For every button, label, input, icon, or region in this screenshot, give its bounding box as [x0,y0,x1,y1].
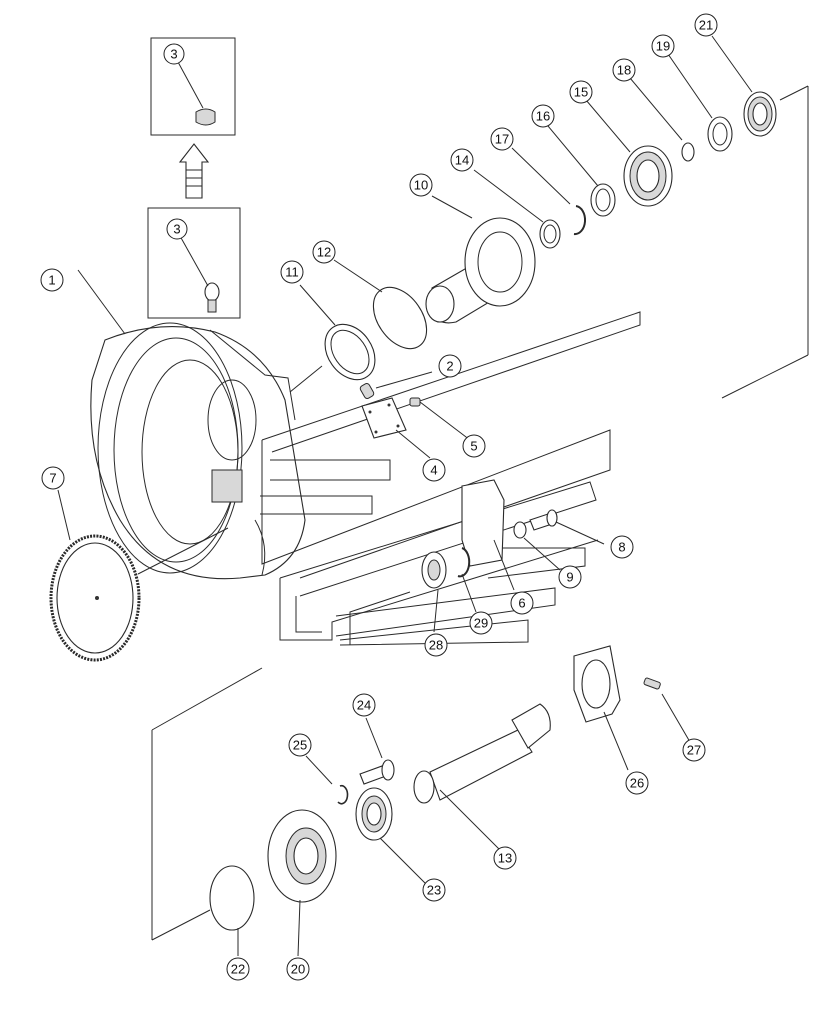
svg-text:22: 22 [231,962,245,977]
snap-ring-25 [305,755,349,805]
callout-28: 28 [424,633,448,657]
roller-bearing-21 [711,35,777,137]
plug-inset-box [150,37,236,136]
svg-text:29: 29 [474,616,488,631]
callout-29: 29 [469,611,493,635]
callout-24: 24 [352,693,376,717]
lower-group-frame [151,667,263,941]
washer-9 [513,521,561,571]
callout-19: 19 [651,34,675,58]
callout-17: 17 [490,127,514,151]
callout-8: 8 [610,535,634,559]
pinion-shaft [413,703,551,851]
flange-bolt-24 [359,717,395,785]
bearing-28 [421,551,447,633]
svg-text:5: 5 [470,439,477,454]
callout-10: 10 [409,173,433,197]
svg-text:8: 8 [618,540,625,555]
callout-21: 21 [694,13,718,37]
callout-5: 5 [462,434,486,458]
callout-7: 7 [41,466,65,490]
callout-26: 26 [625,771,649,795]
cover-disc-22 [209,865,255,956]
tapered-bearing-23 [355,787,429,887]
svg-text:12: 12 [317,245,331,260]
svg-text:25: 25 [293,738,307,753]
bolt-8 [529,509,605,545]
svg-text:14: 14 [455,153,469,168]
svg-text:28: 28 [429,638,443,653]
svg-text:17: 17 [495,132,509,147]
svg-text:23: 23 [427,883,441,898]
snap-ring-14 [473,169,561,249]
svg-text:18: 18 [617,63,631,78]
svg-text:15: 15 [574,85,588,100]
plug-icon [195,108,216,126]
svg-text:1: 1 [48,273,55,288]
output-flange [425,195,536,324]
callout-16: 16 [531,104,555,128]
svg-text:2: 2 [446,359,453,374]
cover-plate [361,397,431,459]
bearing-cap-20 [267,809,337,957]
eyebolt-icon [204,282,220,302]
sensor-bracket [573,645,629,771]
svg-text:10: 10 [414,178,428,193]
pin-27 [643,677,691,743]
transmission-housing [77,269,306,580]
callout-23: 23 [422,878,446,902]
svg-text:6: 6 [518,596,525,611]
svg-text:27: 27 [687,743,701,758]
svg-text:7: 7 [49,471,56,486]
svg-text:21: 21 [699,18,713,33]
svg-text:3: 3 [170,47,177,62]
bolt-5 [409,397,471,441]
mounting-plate [461,479,515,591]
callout-27: 27 [682,738,706,762]
callout-11: 11 [280,260,304,284]
callout-3-plug: 3 [163,43,185,65]
svg-text:11: 11 [285,265,299,280]
callout-6: 6 [510,591,534,615]
svg-text:19: 19 [656,39,670,54]
svg-text:4: 4 [430,463,437,478]
callout-9: 9 [558,565,582,589]
callout-12: 12 [312,240,336,264]
callout-15: 15 [569,80,593,104]
svg-text:20: 20 [291,962,305,977]
callout-14: 14 [450,148,474,172]
svg-text:16: 16 [536,109,550,124]
washer-16 [547,125,616,217]
shim-18 [629,77,695,162]
seal-ring [289,284,376,393]
svg-text:3: 3 [173,222,180,237]
svg-text:9: 9 [566,570,573,585]
callout-2: 2 [438,354,462,378]
bearing-race-19 [667,53,733,152]
callout-20: 20 [286,957,310,981]
upper-group-frame [721,85,809,399]
callout-3-eyebolt: 3 [166,218,188,240]
callout-1: 1 [40,268,64,292]
circlip-29 [457,547,477,613]
callout-22: 22 [226,957,250,981]
o-ring [333,259,428,350]
callout-18: 18 [612,58,636,82]
callout-13: 13 [493,846,517,870]
upgrade-arrow [178,143,210,199]
svg-text:26: 26 [630,776,644,791]
breather-plug [359,371,433,399]
svg-text:24: 24 [357,698,371,713]
ball-bearing-15 [585,99,673,207]
ring-gear [49,489,229,662]
callout-4: 4 [422,458,446,482]
svg-text:13: 13 [498,851,512,866]
callout-25: 25 [288,733,312,757]
circlip-17 [511,147,587,236]
eyebolt-inset-box [147,207,241,319]
